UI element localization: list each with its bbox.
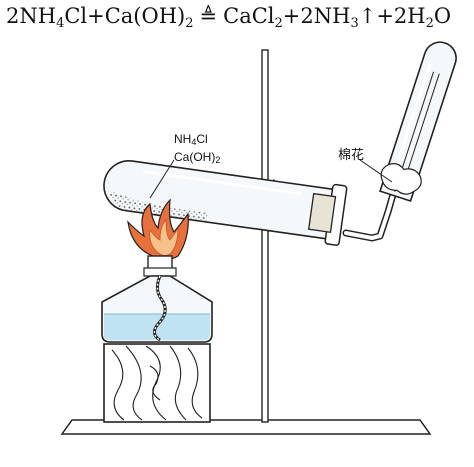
label-subscript: 4 bbox=[191, 137, 197, 147]
reagent-label-caoh2: Ca(OH)2 bbox=[174, 150, 220, 165]
label-subscript: 2 bbox=[215, 155, 221, 165]
eq-subscript: 2 bbox=[425, 16, 434, 31]
eq-part: O bbox=[433, 4, 452, 28]
cotton-plug bbox=[380, 163, 422, 195]
eq-subscript: 2 bbox=[274, 16, 283, 31]
eq-part: Cl+Ca(OH) bbox=[64, 4, 186, 28]
cotton-label: 棉花 bbox=[338, 147, 365, 162]
test-tube bbox=[103, 160, 348, 246]
reagent-label-nh4cl: NH4Cl bbox=[174, 132, 208, 147]
reagent-pointer bbox=[149, 159, 175, 199]
stand-rod bbox=[261, 49, 269, 423]
eq-subscript: 4 bbox=[56, 16, 65, 31]
stopper bbox=[307, 192, 337, 234]
label-part: NH bbox=[174, 132, 192, 146]
reaction-equation: 2NH4Cl+Ca(OH)2≜CaCl2+2NH3↑+2H2O bbox=[6, 4, 470, 34]
eq-part: CaCl bbox=[223, 4, 275, 28]
eq-part: +2NH bbox=[282, 4, 351, 28]
eq-part: 2NH bbox=[6, 4, 57, 28]
gas-arrow: ↑ bbox=[358, 4, 377, 28]
heat-condition-symbol: ≜ bbox=[199, 4, 218, 28]
reagent-powder bbox=[109, 191, 208, 221]
label-part: Ca(OH) bbox=[174, 150, 216, 164]
eq-subscript: 2 bbox=[185, 16, 194, 31]
delivery-tube-inner bbox=[344, 182, 398, 240]
flame-inner bbox=[149, 219, 179, 256]
label-part: Cl bbox=[196, 132, 208, 146]
eq-part: +2H bbox=[376, 4, 426, 28]
lamp-neck bbox=[143, 267, 177, 277]
cotton-pointer bbox=[359, 159, 393, 183]
eq-subscript: 3 bbox=[350, 16, 359, 31]
wood-grain bbox=[111, 345, 203, 421]
collecting-tube bbox=[379, 41, 457, 203]
